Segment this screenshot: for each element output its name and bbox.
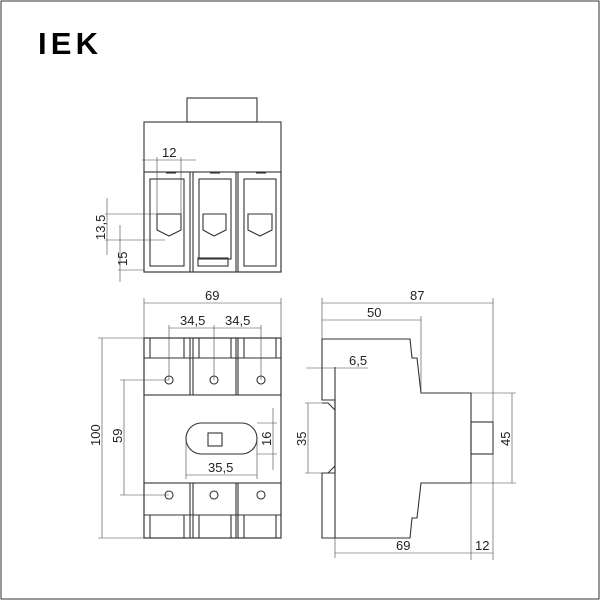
dim-16: 16 bbox=[259, 432, 274, 446]
dim-50: 50 bbox=[367, 305, 381, 320]
side-dimensions: 87 50 6,5 35 45 69 12 bbox=[294, 288, 516, 560]
front-view: 69 34,5 34,5 100 59 16 35,5 bbox=[88, 288, 282, 539]
dim-34-5-left: 34,5 bbox=[180, 313, 205, 328]
side-outline bbox=[321, 338, 472, 539]
screw-icon bbox=[209, 490, 219, 500]
screw-icon bbox=[256, 490, 266, 500]
dim-34-5-right: 34,5 bbox=[225, 313, 250, 328]
top-dimensions: 12 13,5 15 bbox=[93, 145, 196, 282]
dim-87: 87 bbox=[410, 288, 424, 303]
handle bbox=[185, 422, 258, 455]
dim-35-5: 35,5 bbox=[208, 460, 233, 475]
front-dimensions: 69 34,5 34,5 100 59 16 35,5 bbox=[88, 288, 282, 539]
terminals bbox=[143, 171, 282, 273]
top-view: 12 13,5 15 bbox=[93, 97, 282, 282]
dim-69-front: 69 bbox=[205, 288, 219, 303]
dim-13-5: 13,5 bbox=[93, 215, 108, 240]
terminal-1 bbox=[143, 171, 191, 273]
dim-12: 12 bbox=[162, 145, 176, 160]
top-handle-tab bbox=[186, 97, 258, 123]
iek-logo: IEK bbox=[38, 26, 99, 61]
side-view: 87 50 6,5 35 45 69 12 bbox=[294, 288, 516, 560]
dim-100: 100 bbox=[88, 424, 103, 446]
dim-12-side: 12 bbox=[475, 538, 489, 553]
dim-69-side: 69 bbox=[396, 538, 410, 553]
handle-square bbox=[207, 432, 223, 447]
dim-59: 59 bbox=[110, 429, 125, 443]
dim-15: 15 bbox=[115, 252, 130, 266]
terminal-3 bbox=[237, 171, 282, 273]
dim-35: 35 bbox=[294, 432, 309, 446]
side-handle bbox=[470, 421, 494, 455]
dim-6-5: 6,5 bbox=[349, 353, 367, 368]
dim-45: 45 bbox=[498, 432, 513, 446]
terminal-2 bbox=[192, 171, 237, 273]
